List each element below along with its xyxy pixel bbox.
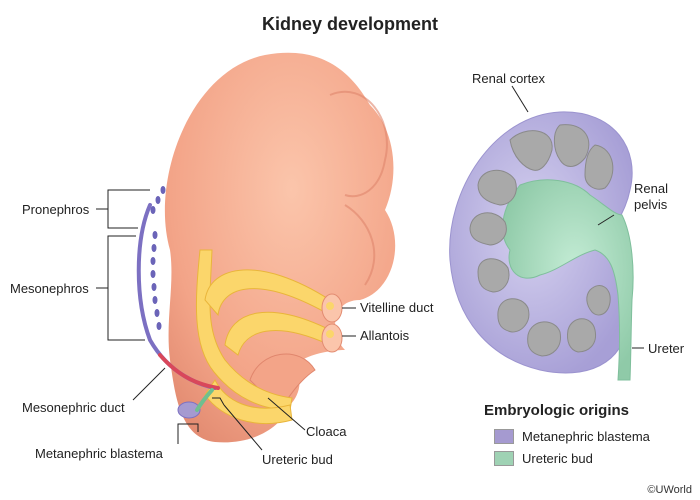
leader-lines: [96, 189, 356, 451]
cortex-leader: [511, 85, 529, 113]
kidney-leaders: [511, 85, 644, 349]
label-metanephric-blastema: Metanephric blastema: [35, 446, 163, 461]
hindgut: [195, 249, 293, 411]
legend-title: Embryologic origins: [484, 402, 630, 419]
label-renal-pelvis-line2: pelvis: [634, 197, 668, 212]
mesonephric-tubules: [150, 231, 162, 330]
label-ureteric-bud: Ureteric bud: [262, 452, 333, 467]
mesonephric-duct-red: [158, 353, 220, 390]
legend-swatch-blastema: [494, 428, 514, 444]
label-ureter: Ureter: [648, 341, 685, 356]
renal-pyramids: [469, 124, 614, 357]
legend-swatch-ureteric-bud: [494, 450, 514, 466]
legend-label-ureteric-bud: Ureteric bud: [522, 450, 593, 466]
mesonephric-duct-leader: [132, 367, 166, 401]
pronephros-tubule: [160, 186, 166, 194]
pelvis-leader: [597, 214, 615, 226]
pronephros-tubule: [150, 206, 156, 214]
cloaca-region: [204, 379, 293, 424]
pronephros-tubule: [155, 196, 161, 204]
renal-pelvis: [502, 179, 634, 381]
figure-title: Kidney development: [261, 14, 439, 34]
ureteric-bud: [195, 388, 214, 412]
label-mesonephros: Mesonephros: [10, 281, 89, 296]
label-renal-cortex: Renal cortex: [472, 71, 545, 86]
gut-tube: [195, 249, 331, 424]
blastema-bracket: [177, 423, 199, 432]
nephric-structures: [136, 186, 220, 419]
head-bulge: [329, 90, 388, 198]
legend-label-blastema: Metanephric blastema: [522, 428, 650, 444]
metanephric-blastema: [177, 401, 201, 419]
ureteric-bud-leader: [223, 404, 263, 451]
label-allantois: Allantois: [360, 328, 410, 343]
label-renal-pelvis: Renal pelvis: [634, 181, 668, 213]
allantois-tube-end: [321, 323, 343, 353]
label-mesonephric-duct: Mesonephric duct: [22, 400, 125, 415]
jaw-bulge: [344, 204, 376, 286]
legend-item-ureteric-bud: Ureteric bud: [494, 450, 593, 466]
allantois-lumen: [326, 330, 334, 338]
label-pronephros: Pronephros: [22, 202, 90, 217]
credit-text: ©UWorld: [647, 484, 692, 496]
label-cloaca: Cloaca: [306, 424, 347, 439]
ureteric-bud-bracket: [212, 397, 225, 406]
kidney: [449, 85, 644, 381]
vitelline-lumen: [326, 302, 334, 310]
label-vitelline-duct: Vitelline duct: [360, 300, 434, 315]
cloaca-leader: [267, 397, 306, 431]
legend-item-metanephric-blastema: Metanephric blastema: [494, 428, 650, 444]
tubes: [321, 293, 343, 353]
label-renal-pelvis-line1: Renal: [634, 181, 668, 196]
